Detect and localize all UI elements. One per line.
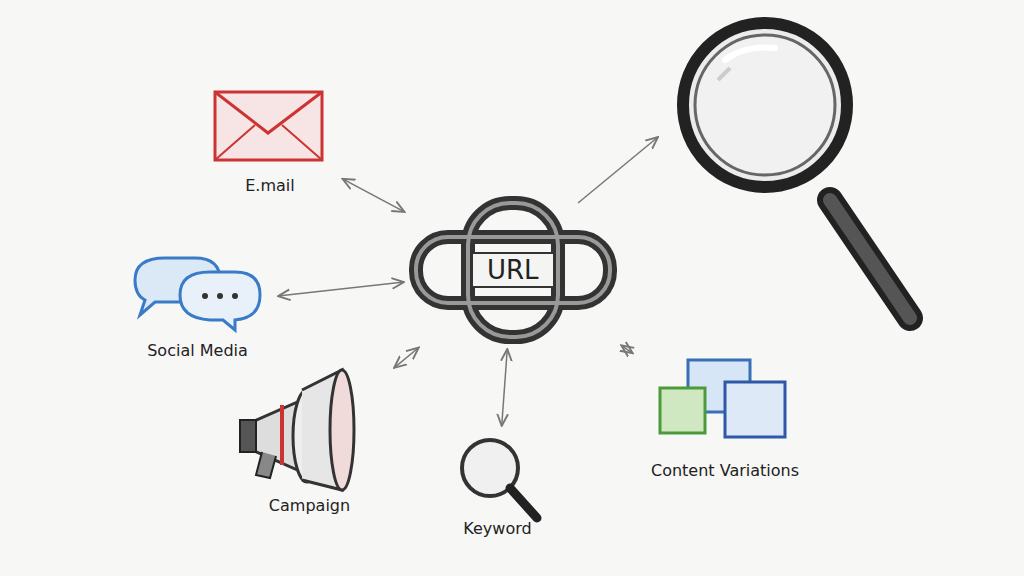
channel-label: Content Variations — [636, 461, 814, 480]
magnifier-illustration — [683, 23, 910, 318]
node-icon — [232, 360, 387, 515]
channel-label: Keyword — [441, 519, 554, 538]
url-label: URL — [471, 252, 555, 288]
connector-arrow — [502, 349, 508, 426]
channel-label: E.mail — [201, 176, 339, 195]
channel-node: Campaign — [228, 360, 391, 515]
connector-arrow — [394, 348, 419, 368]
search-arrow — [578, 137, 658, 203]
channel-label: Campaign — [228, 496, 391, 515]
channel-node: Keyword — [441, 430, 554, 538]
channel-label: Social Media — [121, 341, 274, 360]
channel-node: Social Media — [121, 250, 274, 360]
channel-node: E.mail — [201, 85, 339, 195]
connector-arrow — [621, 345, 632, 353]
channel-node: Content Variations — [636, 355, 814, 480]
url-chain-node: URL — [408, 195, 618, 345]
connector-arrow — [278, 282, 404, 296]
connector-arrow — [343, 179, 405, 212]
